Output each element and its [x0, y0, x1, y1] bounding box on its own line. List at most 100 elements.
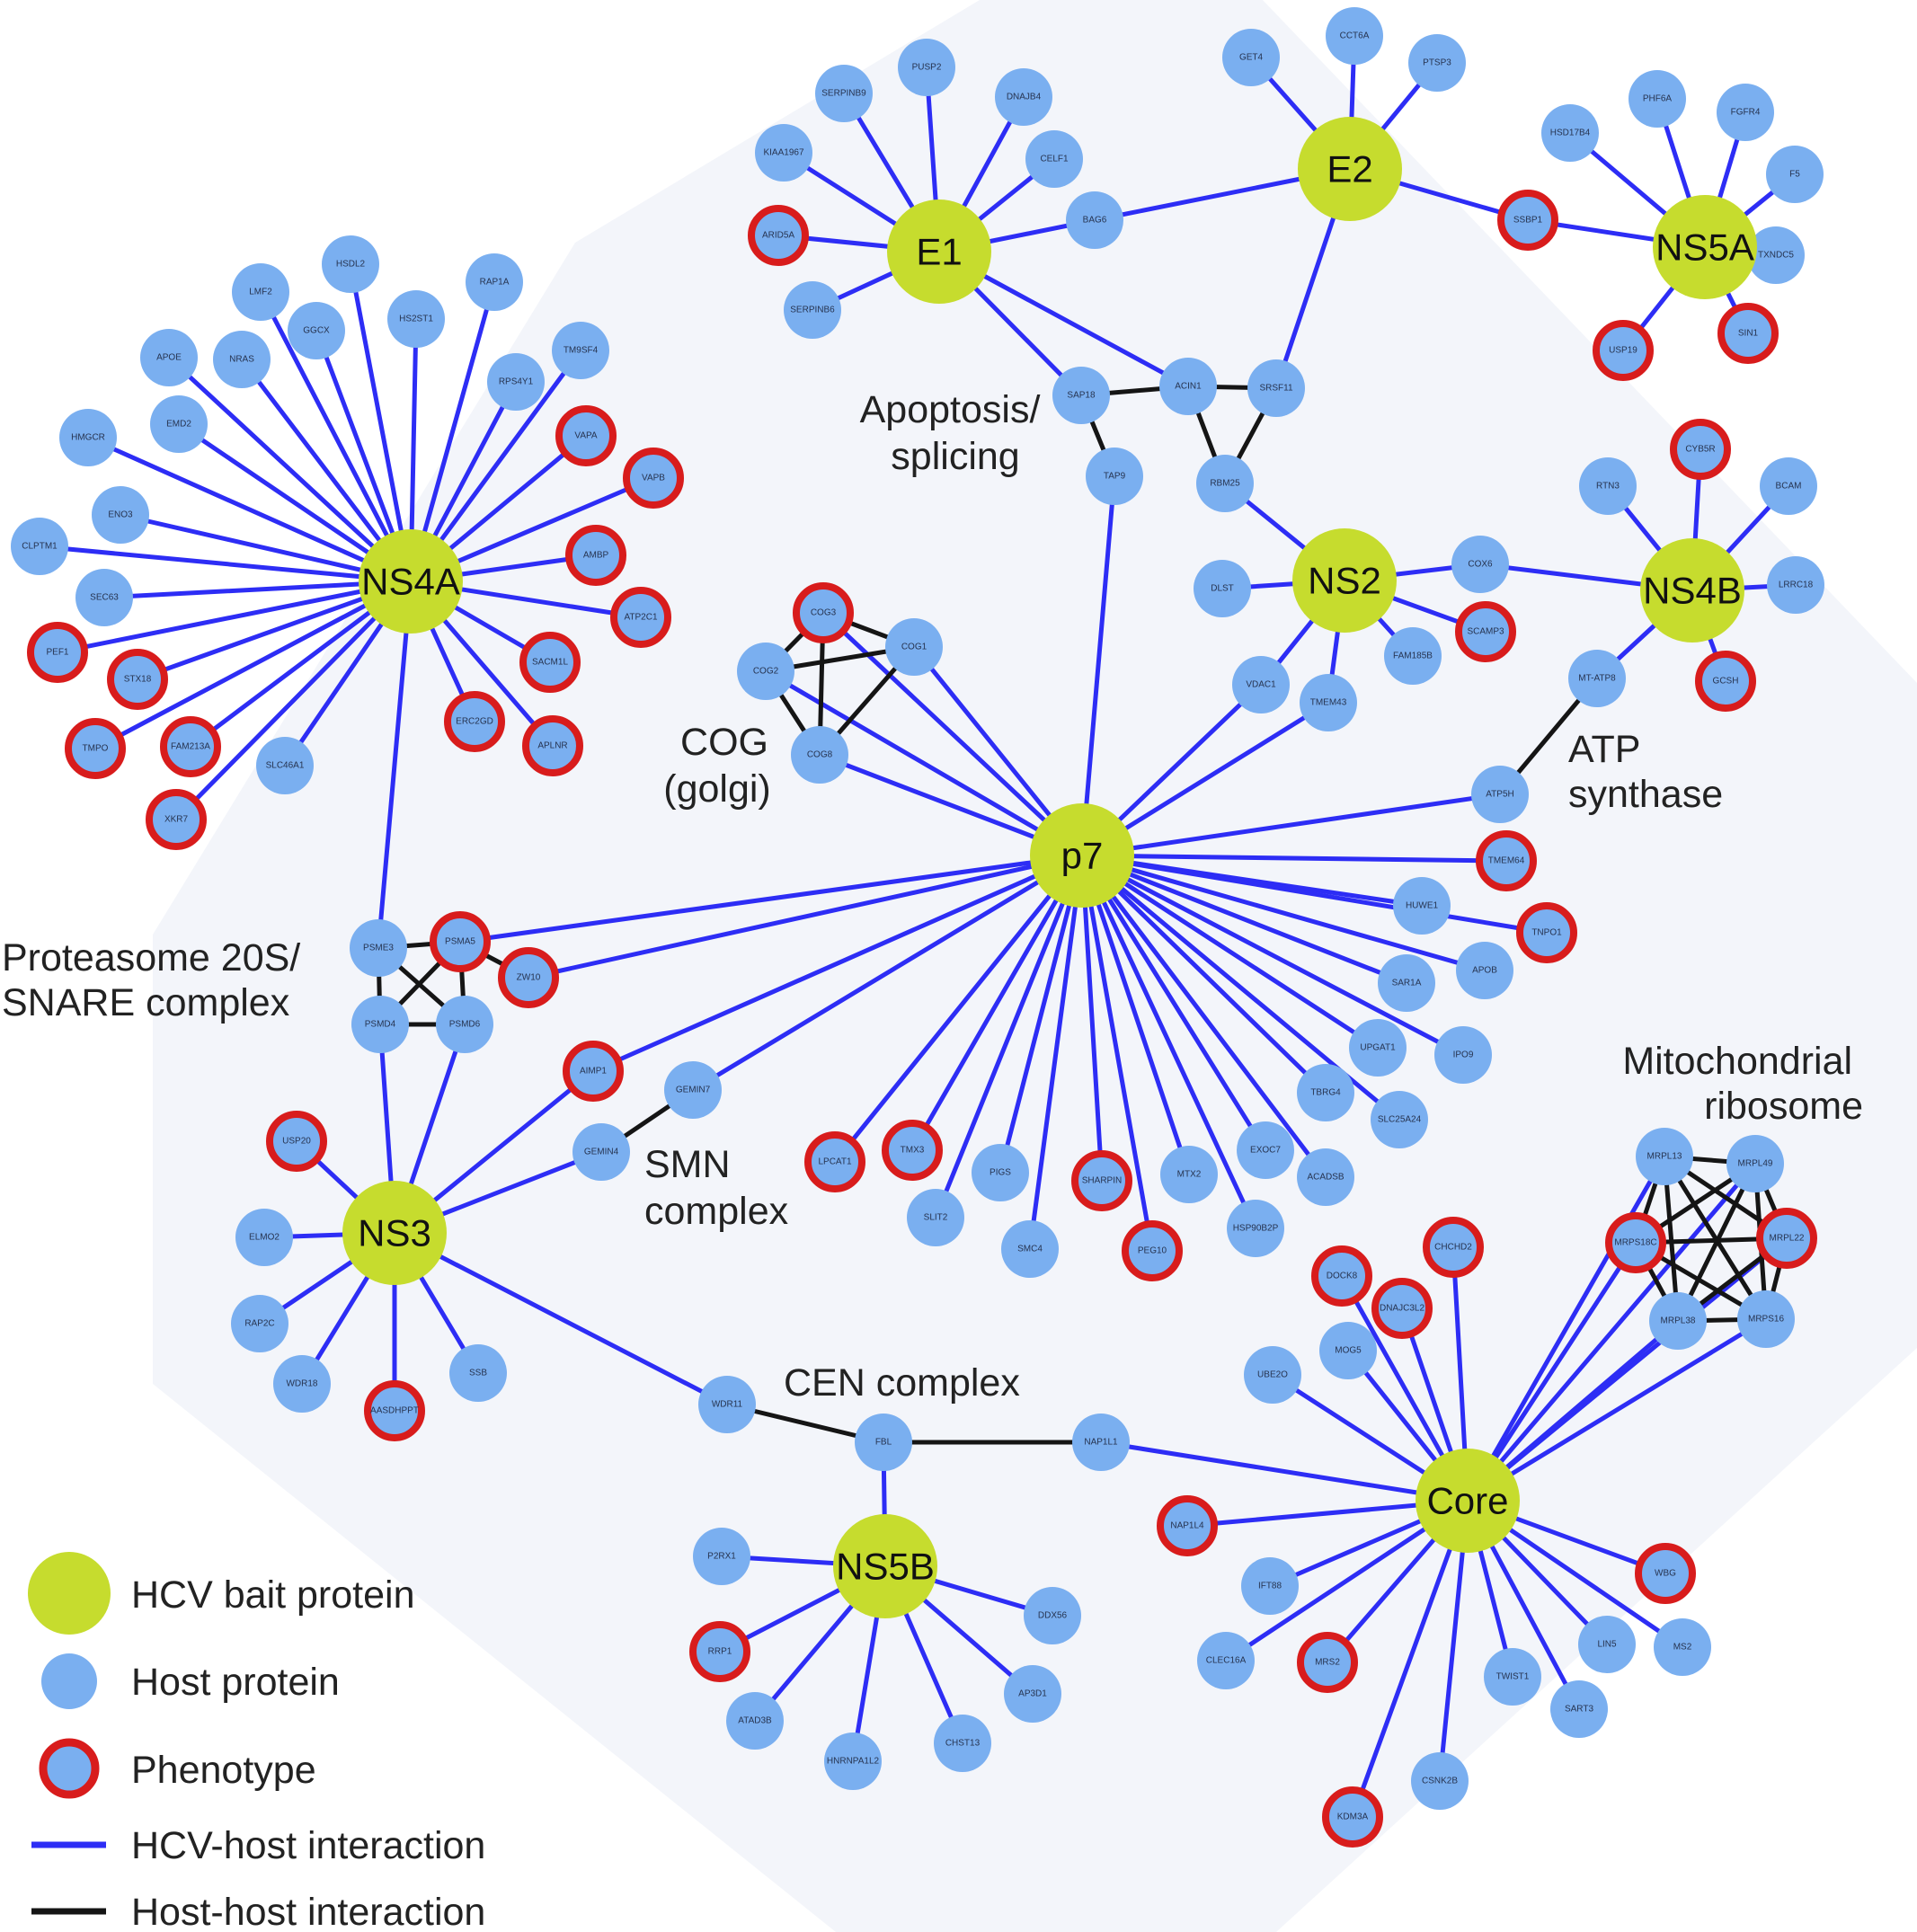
- host-node-phf6a: PHF6A: [1629, 70, 1686, 128]
- host-node-tnpo1: TNPO1: [1516, 902, 1577, 963]
- host-circle-pigs: [972, 1144, 1029, 1201]
- bait-node-core: Core: [1416, 1449, 1520, 1553]
- host-label-tmem64: TMEM64: [1488, 856, 1525, 866]
- host-circle-stx18: [107, 649, 168, 710]
- host-label-ipo9: IPO9: [1453, 1050, 1474, 1060]
- hcv-edge-p7-upgat1: [1079, 853, 1380, 1050]
- host-node-pef1: PEF1: [27, 622, 88, 683]
- host-circle-cog3: [793, 582, 854, 643]
- host-label-cog1: COG1: [901, 643, 927, 652]
- host-circle-elmo2: [235, 1209, 293, 1266]
- host-node-lpcat1: LPCAT1: [804, 1131, 865, 1192]
- host-label-wdr18: WDR18: [286, 1379, 317, 1389]
- host-label-acin1: ACIN1: [1175, 382, 1202, 392]
- host-circle-gcsh: [1695, 651, 1756, 712]
- host-node-ssb: SSB: [449, 1344, 507, 1402]
- host-label-pigs: PIGS: [990, 1168, 1011, 1178]
- host-label-tmpo: TMPO: [83, 744, 109, 754]
- host-label-kdm3a: KDM3A: [1337, 1812, 1369, 1822]
- host-label-pusp2: PUSP2: [912, 63, 942, 73]
- host-circle-rps4y1: [487, 353, 545, 411]
- host-circle-ddx56: [1024, 1587, 1081, 1644]
- host-node-sap18: SAP18: [1052, 367, 1110, 424]
- host-node-huwe1: HUWE1: [1393, 877, 1451, 935]
- host-circle-vapa: [555, 405, 617, 466]
- host-node-mrs2: MRS2: [1297, 1632, 1358, 1693]
- host-label-ptsp3: PTSP3: [1423, 58, 1451, 68]
- host-circle-ssb: [449, 1344, 507, 1402]
- host-label-eno3: ENO3: [108, 510, 133, 520]
- host-circle-chchd2: [1423, 1217, 1484, 1278]
- host-label-stx18: STX18: [124, 675, 152, 685]
- host-circle-exoc7: [1237, 1121, 1294, 1179]
- host-node-tmpo: TMPO: [65, 718, 126, 779]
- host-label-gemin4: GEMIN4: [584, 1148, 619, 1157]
- hcv-edge-core-nap1l1: [1098, 1440, 1470, 1503]
- host-circle-sacm1l: [519, 632, 581, 693]
- host-node-mtx2: MTX2: [1160, 1146, 1218, 1203]
- legend-hcv-edge-label: HCV-host interaction: [131, 1824, 485, 1867]
- host-label-smc4: SMC4: [1017, 1245, 1043, 1254]
- host-node-rtn3: RTN3: [1579, 457, 1637, 515]
- host-label-serpinb9: SERPINB9: [821, 89, 866, 99]
- hcv-edge-ns3-wdr11: [392, 1230, 730, 1407]
- host-circle-erc2gd: [444, 691, 505, 752]
- host-label-slc25a24: SLC25A24: [1378, 1115, 1422, 1125]
- legend-phenotype-label: Phenotype: [131, 1749, 316, 1792]
- host-circle-phf6a: [1629, 70, 1686, 128]
- host-label-dnajc3l2: DNAJC3L2: [1380, 1304, 1424, 1314]
- host-node-slc25a24: SLC25A24: [1371, 1091, 1428, 1148]
- host-circle-sharpin: [1071, 1150, 1132, 1211]
- host-label-lrrc18: LRRC18: [1779, 580, 1814, 590]
- host-node-srsf11: SRSF11: [1247, 359, 1305, 417]
- host-circle-emd2: [150, 395, 208, 453]
- legend-host: Host protein: [41, 1653, 340, 1709]
- bait-circle-core: [1416, 1449, 1520, 1553]
- host-circle-nap1l1: [1072, 1414, 1130, 1471]
- legend-host-swatch: [41, 1653, 97, 1709]
- host-node-gemin4: GEMIN4: [572, 1123, 630, 1181]
- host-node-sar1a: SAR1A: [1378, 954, 1435, 1012]
- host-label-atad3b: ATAD3B: [738, 1716, 772, 1726]
- host-circle-ipo9: [1434, 1026, 1492, 1084]
- host-label-vdac1: VDAC1: [1246, 680, 1276, 690]
- host-circle-kdm3a: [1322, 1786, 1383, 1848]
- host-circle-fam185b: [1384, 627, 1442, 685]
- host-label-cct6a: CCT6A: [1340, 31, 1370, 41]
- host-node-dnajb4: DNAJB4: [995, 68, 1052, 126]
- host-node-ptsp3: PTSP3: [1408, 34, 1466, 92]
- host-node-cog8: COG8: [791, 726, 848, 784]
- host-label-cog2: COG2: [753, 667, 779, 677]
- host-circle-celf1: [1025, 130, 1083, 188]
- host-label-txndc5: TXNDC5: [1758, 251, 1794, 261]
- host-circle-cog1: [885, 618, 943, 676]
- host-node-chchd2: CHCHD2: [1423, 1217, 1484, 1278]
- host-label-vapa: VAPA: [574, 431, 598, 441]
- host-label-lin5: LIN5: [1597, 1640, 1617, 1650]
- host-circle-tmpo: [65, 718, 126, 779]
- host-label-lpcat1: LPCAT1: [818, 1157, 851, 1167]
- bait-label-e2: E2: [1327, 148, 1372, 191]
- host-label-mrs2: MRS2: [1315, 1658, 1340, 1668]
- host-node-hsp90b2p: HSP90B2P: [1227, 1200, 1284, 1257]
- host-node-psmd6: PSMD6: [436, 996, 493, 1053]
- host-node-sec63: SEC63: [75, 569, 133, 626]
- bait-label-ns2: NS2: [1308, 560, 1381, 602]
- host-node-usp19: USP19: [1593, 320, 1654, 381]
- host-circle-mrpl38: [1649, 1292, 1707, 1350]
- host-label-psmd6: PSMD6: [449, 1020, 481, 1030]
- host-label-wdr11: WDR11: [712, 1400, 743, 1410]
- host-node-dlst: DLST: [1194, 560, 1251, 617]
- host-circle-sin1: [1717, 303, 1779, 364]
- host-circle-dnajc3l2: [1371, 1278, 1433, 1339]
- host-node-hsdl2: HSDL2: [322, 235, 379, 293]
- host-label-tnpo1: TNPO1: [1531, 928, 1562, 938]
- host-label-emd2: EMD2: [166, 420, 191, 430]
- host-circle-nap1l4: [1157, 1495, 1218, 1556]
- host-label-cog3: COG3: [811, 608, 837, 618]
- host-label-tm9sf4: TM9SF4: [564, 346, 599, 356]
- host-label-ift88: IFT88: [1258, 1582, 1282, 1591]
- host-node-stx18: STX18: [107, 649, 168, 710]
- host-label-p2rx1: P2RX1: [707, 1552, 736, 1562]
- host-node-p2rx1: P2RX1: [693, 1528, 750, 1585]
